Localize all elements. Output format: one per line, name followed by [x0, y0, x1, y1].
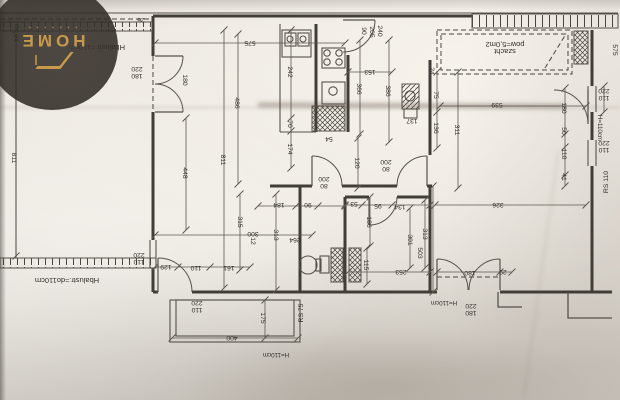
dimension-label: 26 — [137, 16, 145, 23]
dimension-label: 539 — [491, 101, 503, 108]
dimension-label: 205 — [368, 26, 375, 38]
dimension-label: 448 — [181, 167, 188, 179]
dimension-label: 80200 — [318, 175, 330, 189]
dimension-label: 174 — [286, 143, 293, 155]
dimension-label: 90 — [304, 201, 312, 208]
dimension-label: 575 — [611, 44, 618, 56]
dimension-label: 134 — [394, 203, 406, 210]
dimension-label: 53 — [350, 200, 358, 207]
dimension-label: 75 — [432, 91, 439, 99]
dimension-label: 486 — [233, 97, 240, 109]
dimension-label: 110 — [560, 149, 567, 160]
dimension-label: 503 — [416, 247, 423, 259]
dimension-label: 180 — [181, 74, 188, 86]
dimension-label: 386 — [384, 85, 391, 97]
dimension-label: 313 — [272, 229, 279, 241]
dimension-label: 315 — [236, 216, 243, 228]
dimension-label: 95 — [374, 202, 382, 209]
dimension-label: 70 — [286, 120, 293, 128]
dimension-label: 400 — [226, 334, 238, 341]
dimension-label: 54 — [325, 135, 333, 142]
dimension-label: 110 — [190, 264, 201, 271]
dimension-label: 90 — [360, 27, 367, 35]
dimension-label: 184 — [273, 201, 285, 208]
dimension-label: 80200 — [380, 158, 392, 172]
dimension-label: 366 — [355, 83, 362, 95]
dimension-label: 240 — [376, 25, 383, 37]
dimension-label: 153 — [364, 68, 376, 75]
dimension-label: 253 — [395, 268, 407, 275]
dimension-label: H=110cm — [596, 115, 603, 141]
dimension-label: 110220 — [191, 299, 203, 313]
dimension-label: 180 — [560, 102, 567, 114]
dimension-label: Hbalustr.=do110cm — [35, 276, 99, 285]
scan-fold-smudge-light — [0, 106, 620, 109]
dimension-label: 180 — [464, 269, 476, 276]
dimension-label: 120 — [353, 157, 360, 169]
dimension-label: 110220 — [133, 251, 145, 265]
dimension-label: 29 — [499, 268, 507, 275]
dimension-label: 180220 — [465, 302, 477, 316]
dimension-label: 311 — [453, 125, 460, 136]
dimension-label: 24 — [428, 67, 435, 75]
dimension-label: szachtpow=5,0m2 — [486, 40, 525, 56]
dimension-label: RS 75 — [298, 303, 305, 322]
dimension-label: 129 — [160, 263, 172, 270]
dimension-label: 175 — [259, 312, 266, 324]
dimension-label: 50 — [560, 127, 567, 135]
dimension-label: 110220 — [598, 139, 610, 153]
dimension-label: 180220 — [131, 65, 143, 79]
dimension-label: 136 — [432, 122, 439, 134]
dimension-label: 41 — [560, 173, 567, 181]
dimension-label: 137 — [406, 117, 418, 124]
dimension-label: 575 — [244, 39, 256, 46]
dimension-label: 115 — [362, 260, 369, 271]
house-icon — [35, 51, 69, 71]
dimension-label: 313 — [421, 228, 428, 240]
dimension-label: 161 — [223, 264, 235, 271]
dimension-label: 242 — [286, 66, 293, 78]
dimension-label: 12 — [249, 237, 256, 245]
dimension-label: 326 — [492, 201, 504, 208]
dimension-label: 811 — [10, 153, 17, 164]
dimension-label: 300 — [247, 230, 259, 237]
watermark-text: HOME — [18, 31, 86, 50]
dimension-label: H=110cm — [263, 351, 289, 358]
dimension-label: 264 — [289, 236, 301, 243]
dimension-label: 186 — [365, 216, 372, 228]
dimension-label: H=110cm — [431, 299, 457, 306]
dimension-label: 110220 — [598, 87, 610, 101]
watermark-dots: • • • • • • • — [26, 23, 78, 29]
dimension-label: RS 110 — [603, 171, 610, 193]
dimension-label: 811 — [219, 155, 226, 166]
dimension-label: 301 — [406, 234, 413, 246]
